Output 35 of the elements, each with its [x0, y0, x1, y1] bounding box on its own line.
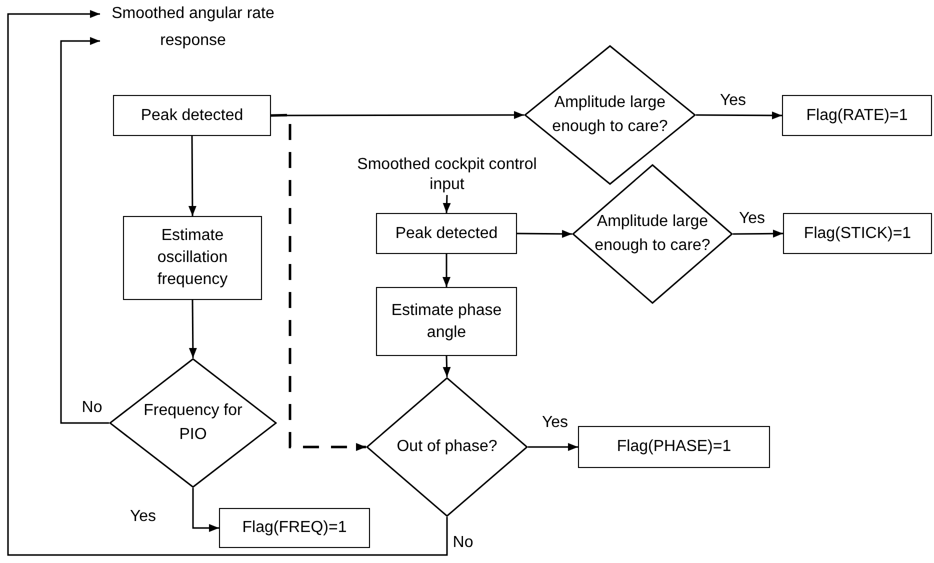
process-box	[219, 508, 370, 548]
arrow	[192, 488, 219, 532]
process-text: Flag(PHASE)=1	[616, 437, 732, 457]
dashed-arrow	[270, 114, 366, 451]
decision-text: Amplitude large enough to care?	[551, 93, 669, 137]
process-text: Estimate phase angle	[390, 300, 503, 342]
decision-text: Out of phase?	[396, 437, 498, 457]
process-box	[376, 287, 517, 356]
decision-text: Frequency for PIO	[143, 401, 243, 445]
arrow	[442, 194, 451, 214]
arrow	[442, 356, 451, 378]
process-box	[376, 213, 517, 254]
decision-text: Amplitude large enough to care?	[594, 212, 712, 256]
process-box	[783, 213, 932, 254]
process-box	[113, 95, 271, 136]
arrow	[733, 230, 783, 238]
process-box	[578, 426, 770, 468]
arrow	[60, 37, 109, 424]
input-signal-label: Smoothed angular rate response	[100, 0, 286, 54]
process-text: Peak detected	[140, 106, 244, 126]
arrow	[7, 10, 448, 556]
arrow	[442, 254, 450, 287]
process-text: Flag(STICK)=1	[804, 224, 912, 244]
process-text: Flag(FREQ)=1	[242, 518, 347, 538]
process-text: Flag(RATE)=1	[806, 106, 908, 126]
arrow	[188, 136, 196, 216]
process-box	[123, 216, 262, 300]
arrow	[188, 300, 197, 358]
arrow	[696, 111, 782, 120]
process-text: Estimate oscillation frequency	[156, 226, 229, 290]
process-text: Peak detected	[395, 224, 498, 244]
input-signal-label: Smoothed cockpit control input	[357, 155, 537, 195]
arrow	[517, 230, 572, 238]
process-box	[782, 95, 932, 136]
arrow	[528, 443, 578, 451]
